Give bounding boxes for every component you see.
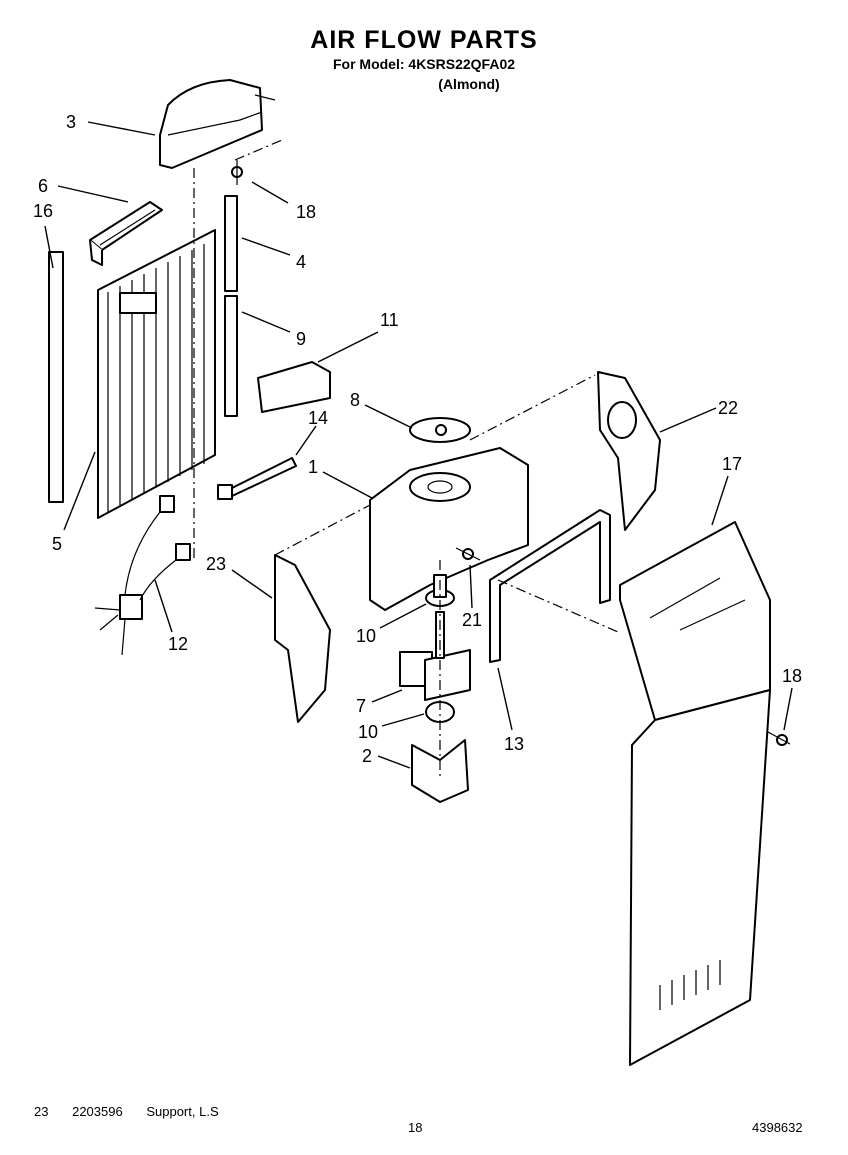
model-line: For Model: 4KSRS22QFA02	[332, 56, 516, 72]
callout-4: 4	[296, 252, 306, 272]
leader-11	[317, 331, 379, 363]
leader-21	[469, 564, 473, 609]
callout-18: 18	[782, 666, 802, 686]
callout-3: 3	[66, 112, 76, 132]
part-21-screw	[455, 547, 481, 561]
assembly-line-screw	[234, 139, 283, 161]
part-11-damper	[257, 361, 331, 413]
leader-12	[154, 579, 173, 633]
part-7-motor	[399, 611, 471, 701]
part-12-harness	[94, 495, 191, 656]
part-18-screw-right	[767, 731, 791, 746]
leader-16	[44, 225, 54, 269]
part-3-duct-cover	[159, 79, 276, 169]
leader-14	[295, 425, 317, 456]
callout-5: 5	[52, 534, 62, 554]
leader-10b	[381, 713, 425, 727]
part-22-hole	[607, 401, 637, 439]
part-13-gasket	[489, 509, 611, 663]
callout-1: 1	[308, 457, 318, 477]
part-23-support	[274, 554, 331, 723]
part-22-side-duct	[597, 371, 661, 531]
callout-7: 7	[356, 696, 366, 716]
part-18-screw-top	[231, 160, 243, 185]
callout-numbers: 3 18 6 16 4 9 11 5 8 14 1 22 17 12 23 10 21 7 10 2 13 18	[33, 112, 802, 766]
callout-14: 14	[308, 408, 328, 428]
leader-9	[241, 311, 291, 333]
diagram-title: AIR FLOW PARTS	[310, 26, 538, 54]
callout-17: 17	[722, 454, 742, 474]
leader-13	[497, 667, 513, 731]
callout-16: 16	[33, 201, 53, 221]
callout-6: 6	[38, 176, 48, 196]
callout-11: 11	[380, 310, 399, 330]
callout-10: 10	[358, 722, 378, 742]
callout-22: 22	[718, 398, 738, 418]
callout-18: 18	[296, 202, 316, 222]
part-5-evaporator-cover	[97, 229, 216, 519]
leader-8	[364, 404, 413, 429]
leader-18b	[783, 687, 793, 731]
callout-23: 23	[206, 554, 226, 574]
callout-21: 21	[462, 610, 482, 630]
leader-10a	[379, 603, 427, 629]
variant-label: (Almond)	[438, 76, 500, 92]
assembly-line-upper	[469, 374, 596, 441]
part-8-fan-blade	[409, 417, 471, 443]
part-17-rear-panel	[619, 521, 771, 1066]
footer-doc-number: 4398632	[752, 1120, 803, 1135]
leader-3	[87, 121, 156, 136]
footer-part-entry: 23 2203596 Support, L.S	[34, 1104, 239, 1119]
part-6-vent	[89, 201, 163, 266]
leader-22	[659, 407, 717, 433]
part-4-strip	[224, 195, 238, 292]
footer-item-no: 23	[34, 1104, 49, 1119]
footer-page-number: 18	[408, 1120, 423, 1135]
footer-part-no: 2203596	[72, 1104, 123, 1119]
callout-12: 12	[168, 634, 188, 654]
callout-9: 9	[296, 329, 306, 349]
callout-2: 2	[362, 746, 372, 766]
assembly-line-support	[274, 504, 371, 556]
footer-description: Support, L.S	[146, 1104, 219, 1119]
leader-18a	[251, 181, 289, 204]
callout-13: 13	[504, 734, 524, 754]
callout-8: 8	[350, 390, 360, 410]
callout-10: 10	[356, 626, 376, 646]
part-1-fan-shroud	[369, 447, 529, 611]
leader-23	[231, 569, 273, 599]
part-9-strip	[224, 295, 238, 417]
assembly-line-lower	[497, 579, 619, 633]
part-14-thermistor	[217, 457, 297, 500]
leader-6	[57, 185, 129, 203]
leader-5	[63, 451, 96, 531]
leader-7	[371, 689, 403, 703]
leader-1	[322, 471, 373, 499]
part-16-seal	[48, 251, 64, 503]
leader-4	[241, 237, 291, 256]
leader-17	[711, 475, 729, 526]
leader-2	[377, 755, 411, 769]
